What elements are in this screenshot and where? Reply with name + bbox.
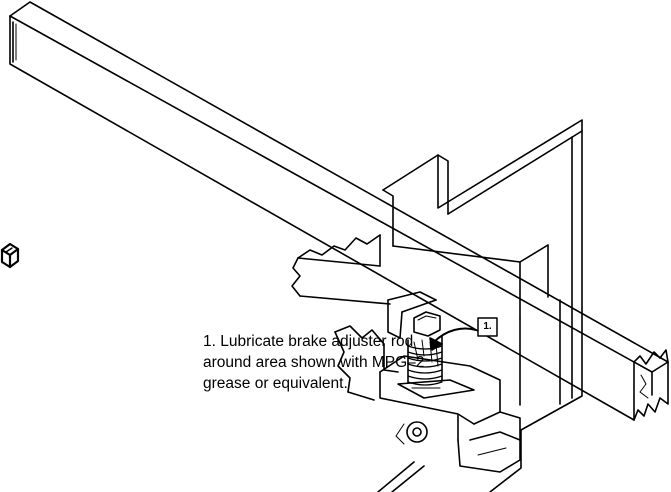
grease-cube-icon: [0, 242, 20, 269]
caption-line-3: grease or equivalent.: [203, 375, 348, 392]
callout-arrow: [429, 317, 498, 351]
brake-lever-arm: [291, 234, 437, 339]
cross-beam: [9, 1, 669, 421]
callout-number-label: 1.: [483, 321, 492, 332]
caption-line-2: around area shown with MPG–2: [203, 354, 425, 371]
lubrication-caption: 1. Lubricate brake adjuster rod around a…: [203, 331, 425, 394]
caption-line-1: 1. Lubricate brake adjuster rod: [203, 333, 414, 350]
adjuster-rod: [397, 311, 475, 399]
adjuster-housing: [334, 325, 521, 492]
